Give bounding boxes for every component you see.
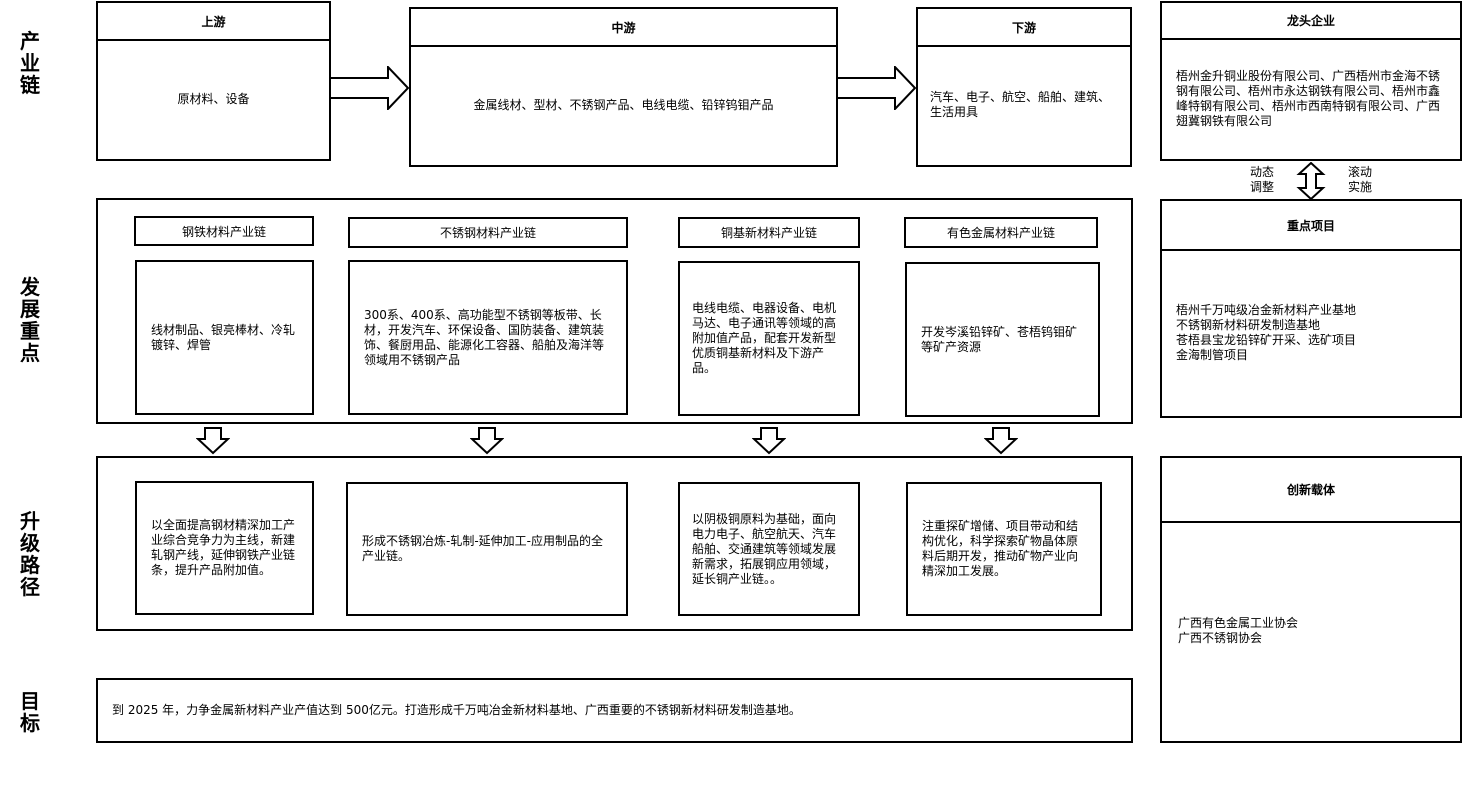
focus-title-stainless: 不锈钢材料产业链 xyxy=(348,217,628,248)
path-text-stainless: 形成不锈钢冶炼-轧制-延伸加工-应用制品的全产业链。 xyxy=(346,482,628,616)
label-upgrade-path: 升级路径 xyxy=(20,509,40,599)
upgrade-path-panel xyxy=(96,456,1133,631)
key-project-item: 金海制管项目 xyxy=(1176,347,1249,362)
focus-title-copper: 铜基新材料产业链 xyxy=(678,217,860,248)
focus-text-nonferrous: 开发岑溪铅锌矿、苍梧钨钼矿等矿产资源 xyxy=(905,262,1100,417)
key-project-item: 苍梧县宝龙铅锌矿开采、选矿项目 xyxy=(1176,332,1357,347)
focus-title-steel: 钢铁材料产业链 xyxy=(134,216,314,246)
innovation-item: 广西有色金属工业协会 xyxy=(1178,616,1299,630)
downstream-title: 下游 xyxy=(918,9,1130,47)
key-projects-title: 重点项目 xyxy=(1162,201,1460,251)
downstream-box: 下游 汽车、电子、航空、船舶、建筑、生活用具 xyxy=(916,7,1132,167)
key-projects-box: 重点项目 梧州千万吨级冶金新材料产业基地 不锈钢新材料研发制造基地 苍梧县宝龙铅… xyxy=(1160,199,1462,418)
focus-text-copper: 电线电缆、电器设备、电机马达、电子通讯等领域的高附加值产品，配套开发新型优质铜基… xyxy=(678,261,860,416)
link-label-rolling-implement: 滚动实施 xyxy=(1347,165,1372,194)
arrow-down-icon xyxy=(470,427,504,455)
innovation-carrier-title: 创新载体 xyxy=(1162,458,1460,523)
path-text-steel: 以全面提高钢材精深加工产业综合竞争力为主线，新建轧钢产线，延伸钢铁产业链条，提升… xyxy=(135,481,314,615)
arrow-right-icon xyxy=(837,66,917,110)
arrow-down-icon xyxy=(196,427,230,455)
key-project-item: 梧州千万吨级冶金新材料产业基地 xyxy=(1176,302,1357,317)
upstream-box: 上游 原材料、设备 xyxy=(96,1,331,161)
arrow-down-icon xyxy=(984,427,1018,455)
midstream-title: 中游 xyxy=(411,9,836,47)
label-goal: 目标 xyxy=(20,689,40,735)
double-arrow-icon xyxy=(1296,162,1326,200)
upstream-title: 上游 xyxy=(98,3,329,41)
innovation-carrier-box: 创新载体 广西有色金属工业协会 广西不锈钢协会 xyxy=(1160,456,1462,743)
leading-enterprises-title: 龙头企业 xyxy=(1162,3,1460,40)
development-focus-panel xyxy=(96,198,1133,424)
path-text-copper: 以阴极铜原料为基础，面向电力电子、航空航天、汽车船舶、交通建筑等领域发展新需求，… xyxy=(678,482,860,616)
midstream-text: 金属线材、型材、不锈钢产品、电线电缆、铅锌钨钼产品 xyxy=(473,97,774,112)
focus-title-nonferrous: 有色金属材料产业链 xyxy=(904,217,1098,248)
arrow-right-icon xyxy=(330,66,410,110)
goal-text: 到 2025 年，力争金属新材料产业产值达到 500亿元。打造形成千万吨冶金新材… xyxy=(96,678,1133,743)
focus-text-steel: 线材制品、银亮棒材、冷轧镀锌、焊管 xyxy=(135,260,314,415)
link-label-dynamic-adjust: 动态调整 xyxy=(1249,165,1274,194)
key-project-item: 不锈钢新材料研发制造基地 xyxy=(1176,317,1321,332)
downstream-text: 汽车、电子、航空、船舶、建筑、生活用具 xyxy=(930,90,1111,119)
midstream-box: 中游 金属线材、型材、不锈钢产品、电线电缆、铅锌钨钼产品 xyxy=(409,7,838,167)
upstream-text: 原材料、设备 xyxy=(177,91,250,106)
leading-enterprises-box: 龙头企业 梧州金升铜业股份有限公司、广西梧州市金海不锈钢有限公司、梧州市永达钢铁… xyxy=(1160,1,1462,161)
arrow-down-icon xyxy=(752,427,786,455)
innovation-item: 广西不锈钢协会 xyxy=(1178,631,1263,645)
leading-enterprises-text: 梧州金升铜业股份有限公司、广西梧州市金海不锈钢有限公司、梧州市永达钢铁有限公司、… xyxy=(1176,68,1441,128)
path-text-nonferrous: 注重探矿增储、项目带动和结构优化，科学探索矿物晶体原料后期开发，推动矿物产业向精… xyxy=(906,482,1102,616)
label-industry-chain: 产业链 xyxy=(20,29,40,97)
focus-text-stainless: 300系、400系、高功能型不锈钢等板带、长材，开发汽车、环保设备、国防装备、建… xyxy=(348,260,628,415)
label-development-focus: 发展重点 xyxy=(20,275,40,365)
